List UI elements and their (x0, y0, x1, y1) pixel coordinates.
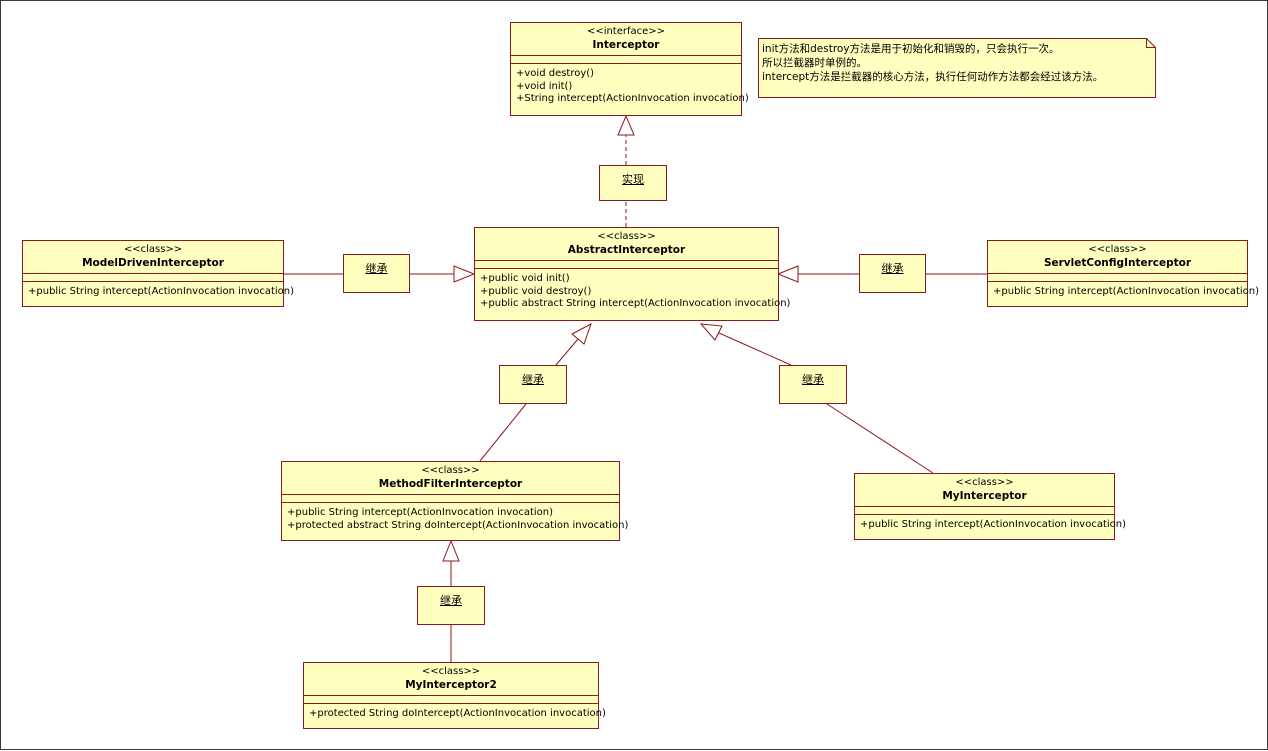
stereotype: <<class>> (1088, 244, 1147, 255)
class-name: ModelDrivenInterceptor (82, 257, 224, 269)
generalization-arrowhead (571, 322, 592, 345)
attributes-compartment (23, 274, 283, 282)
class-name: MyInterceptor2 (405, 679, 497, 691)
class-header: <<class>> MyInterceptor (855, 474, 1114, 507)
operation: +void destroy() (516, 68, 595, 79)
class-modeldriven-interceptor[interactable]: <<class>> ModelDrivenInterceptor +public… (22, 240, 295, 307)
note-line: 所以拦截器时单例的。 (762, 57, 867, 69)
operation: +public String intercept(ActionInvocatio… (287, 507, 554, 518)
class-name: AbstractInterceptor (567, 244, 686, 256)
class-name: MethodFilterInterceptor (378, 478, 523, 490)
operation: +public String intercept(ActionInvocatio… (993, 286, 1260, 297)
implements-label[interactable]: 实现 (599, 165, 667, 201)
operation: +public abstract String intercept(Action… (480, 298, 791, 309)
inherit-label-my[interactable]: 继承 (779, 365, 847, 404)
operations-compartment: +public String intercept(ActionInvocatio… (23, 282, 295, 303)
inherit-line (555, 338, 579, 366)
inherit-label-my2[interactable]: 继承 (417, 586, 485, 625)
note-text: init方法和destroy方法是用于初始化和销毁的，只会执行一次。 所以拦截器… (762, 42, 1103, 84)
stereotype: <<class>> (597, 231, 656, 242)
stereotype: <<class>> (421, 666, 481, 677)
operations-compartment: +public String intercept(ActionInvocatio… (282, 503, 629, 536)
operation: +public void destroy() (480, 285, 592, 297)
realization-arrowhead (617, 114, 635, 136)
class-methodfilter-interceptor[interactable]: <<class>> MethodFilterInterceptor +publi… (281, 461, 629, 541)
attributes-compartment (988, 274, 1247, 282)
operation: +protected abstract String doIntercept(A… (287, 519, 629, 531)
inherit-label-modeldriven[interactable]: 继承 (343, 254, 410, 293)
operations-compartment: +protected String doIntercept(ActionInvo… (304, 704, 606, 725)
class-name: ServletConfigInterceptor (1043, 257, 1192, 269)
operation: +protected String doIntercept(ActionInvo… (309, 708, 606, 719)
attributes-compartment (511, 56, 741, 64)
class-header: <<interface>> Interceptor (511, 23, 741, 56)
class-header: <<class>> AbstractInterceptor (475, 228, 778, 261)
uml-note[interactable]: init方法和destroy方法是用于初始化和销毁的，只会执行一次。 所以拦截器… (758, 38, 1156, 98)
class-header: <<class>> ModelDrivenInterceptor (23, 241, 283, 274)
operations-compartment: +void destroy() +void init() +String int… (511, 64, 749, 110)
class-my-interceptor[interactable]: <<class>> MyInterceptor +public String i… (854, 473, 1127, 540)
operation: +public String intercept(ActionInvocatio… (860, 519, 1127, 530)
class-header: <<class>> MyInterceptor2 (304, 663, 598, 696)
class-my-interceptor2[interactable]: <<class>> MyInterceptor2 +protected Stri… (303, 662, 606, 729)
inherit-label-servletconfig[interactable]: 继承 (859, 254, 926, 293)
note-shape (758, 38, 1156, 98)
note-line: init方法和destroy方法是用于初始化和销毁的，只会执行一次。 (762, 43, 1060, 55)
attributes-compartment (475, 261, 778, 269)
note-line: intercept方法是拦截器的核心方法，执行任何动作方法都会经过该方法。 (762, 71, 1104, 83)
stereotype: <<class>> (123, 244, 183, 255)
attributes-compartment (304, 696, 598, 704)
class-abstract-interceptor[interactable]: <<class>> AbstractInterceptor +public vo… (474, 227, 791, 321)
operations-compartment: +public String intercept(ActionInvocatio… (988, 282, 1260, 303)
generalization-arrowhead (776, 265, 799, 283)
inherit-line (479, 403, 527, 462)
stereotype: <<class>> (421, 465, 480, 476)
operations-compartment: +public void init() +public void destroy… (475, 269, 791, 315)
inherit-line (826, 403, 934, 474)
operation: +void init() (516, 80, 573, 92)
operation: +public void init() (480, 273, 570, 284)
attributes-compartment (855, 507, 1114, 515)
operations-compartment: +public String intercept(ActionInvocatio… (855, 515, 1127, 536)
operation: +String intercept(ActionInvocation invoc… (516, 93, 749, 104)
operation: +public String intercept(ActionInvocatio… (28, 286, 295, 297)
attributes-compartment (282, 495, 619, 503)
inherit-label-methodfilter[interactable]: 继承 (499, 365, 567, 404)
class-header: <<class>> MethodFilterInterceptor (282, 462, 619, 495)
generalization-arrowhead (442, 539, 460, 562)
class-header: <<class>> ServletConfigInterceptor (988, 241, 1247, 274)
stereotype: <<class>> (955, 477, 1014, 488)
generalization-arrowhead (699, 323, 723, 341)
class-name: Interceptor (592, 39, 660, 51)
inherit-line (718, 332, 792, 366)
class-interceptor[interactable]: <<interface>> Interceptor +void destroy(… (510, 22, 749, 116)
class-servletconfig-interceptor[interactable]: <<class>> ServletConfigInterceptor +publ… (987, 240, 1260, 307)
class-name: MyInterceptor (942, 490, 1027, 502)
stereotype: <<interface>> (586, 26, 666, 37)
generalization-arrowhead (453, 265, 476, 283)
